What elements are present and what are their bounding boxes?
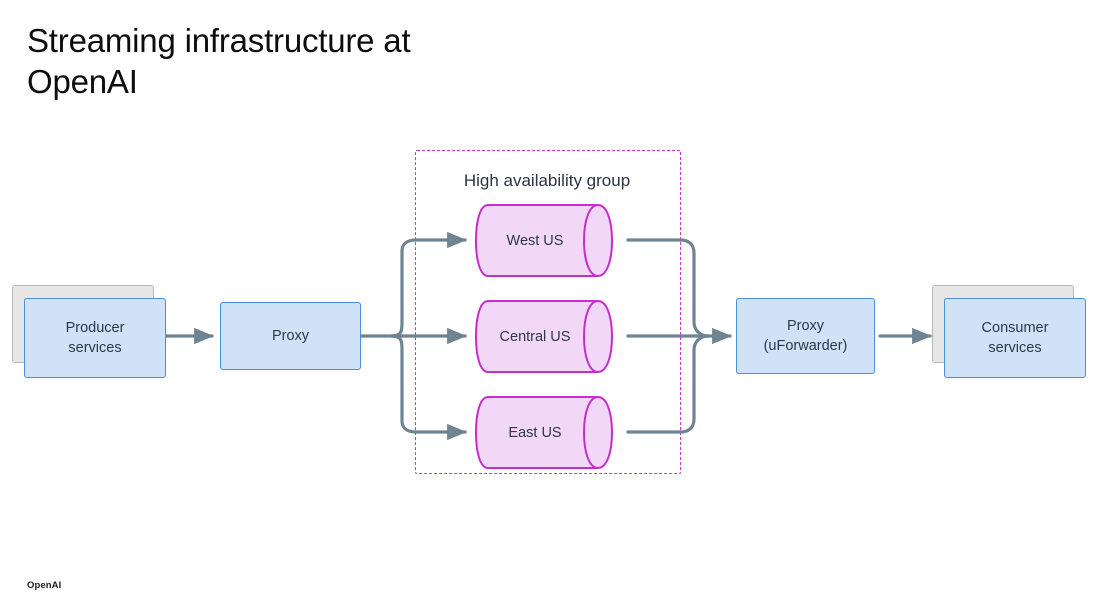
proxy-uforwarder-label: Proxy (uForwarder) [763,318,848,354]
east-us-cylinder-shape [474,396,614,469]
node-proxy-uforwarder[interactable]: Proxy (uForwarder) [736,298,875,374]
producer-services-label: Producer services [65,320,125,356]
high-availability-group-label: High availability group [463,171,631,190]
node-proxy-ingress[interactable]: Proxy [220,302,361,370]
producer-services-front-card[interactable]: Producer services [24,298,166,378]
west-us-cylinder-shape [474,204,614,277]
node-east-us[interactable]: East US [474,396,622,469]
consumer-services-front-card[interactable]: Consumer services [944,298,1086,378]
consumer-services-label: Consumer services [981,320,1049,356]
proxy-ingress-label: Proxy [271,328,310,344]
openai-wordmark: OpenAI [27,580,62,591]
page-title: Streaming infrastructure at OpenAI [27,22,411,100]
node-consumer-services[interactable]: Consumer services [932,285,1092,381]
central-us-cylinder-shape [474,300,614,373]
node-producer-services[interactable]: Producer services [12,285,172,381]
node-west-us[interactable]: West US [474,204,622,277]
node-central-us[interactable]: Central US [474,300,622,373]
